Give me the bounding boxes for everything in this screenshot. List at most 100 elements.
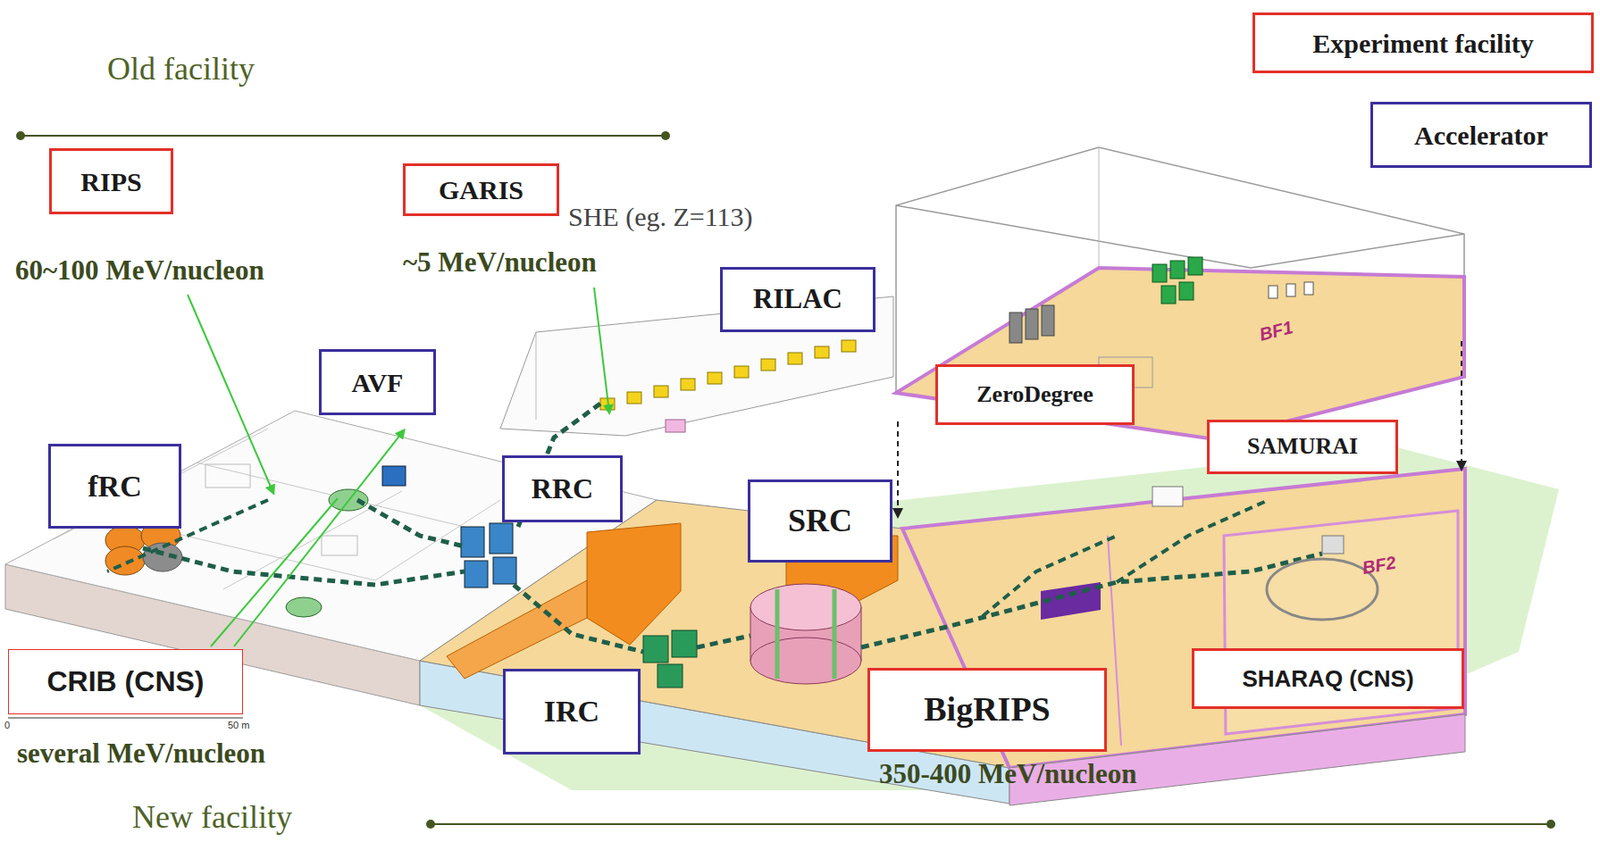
src-cyclotron xyxy=(832,589,838,679)
period-line xyxy=(16,131,1556,830)
accelerator-box: SRC xyxy=(747,479,893,563)
energy-label: 350-400 MeV/nucleon xyxy=(879,759,1137,790)
bf2-floor xyxy=(1107,536,1122,746)
rrc-cyclotron xyxy=(460,527,485,558)
irc-cyclotron xyxy=(671,630,697,658)
bf1-floor xyxy=(1179,282,1194,301)
box-label: RILAC xyxy=(753,284,843,315)
accelerator-box: RRC xyxy=(502,455,623,523)
level-arrow xyxy=(896,421,899,517)
leader-arrow xyxy=(187,294,274,494)
box-label: fRC xyxy=(87,469,142,503)
rilac-linac xyxy=(841,340,856,352)
level-arrow xyxy=(1460,341,1463,470)
rilac-linac xyxy=(814,346,830,359)
energy-label: several MeV/nucleon xyxy=(16,738,266,770)
floor-label: BF2 xyxy=(1360,552,1398,579)
beam-line xyxy=(861,553,1323,648)
period-line xyxy=(1546,820,1556,830)
beam-line xyxy=(1116,500,1269,583)
leader-arrow xyxy=(210,498,338,647)
irc-cyclotron xyxy=(643,636,669,663)
beam-line xyxy=(357,500,465,547)
facility-box: SAMURAI xyxy=(1206,419,1399,475)
avf-cyclotron xyxy=(285,466,406,618)
avf-cyclotron xyxy=(382,466,406,486)
legend-box: Accelerator xyxy=(1370,101,1592,168)
scale-label: 0 xyxy=(4,720,10,731)
sharaq-ring xyxy=(1266,536,1378,620)
box-label: SRC xyxy=(787,503,853,540)
period-label: Old facility xyxy=(107,51,255,88)
rilac-linac xyxy=(680,378,696,391)
rilac-linac xyxy=(787,352,803,365)
box-label: Experiment facility xyxy=(1312,28,1533,59)
energy-label: 60~100 MeV/nucleon xyxy=(15,255,265,286)
src-cyclotron xyxy=(750,584,862,631)
old-facility-floor xyxy=(5,410,657,662)
src-cyclotron xyxy=(750,637,862,685)
rilac-linac xyxy=(665,419,686,433)
period-line xyxy=(430,823,1551,826)
rilac-building xyxy=(536,332,537,420)
frc-cyclotron xyxy=(105,546,145,576)
bf1-floor xyxy=(1268,285,1278,299)
src-cyclotron xyxy=(750,584,862,685)
leader-arrow xyxy=(234,430,404,647)
box-label: ZeroDegree xyxy=(976,382,1093,409)
box-label: AVF xyxy=(351,368,404,398)
period-line xyxy=(426,820,436,830)
period-label: New facility xyxy=(132,800,293,837)
rrc-cyclotron xyxy=(460,523,517,588)
samurai-magnet xyxy=(1152,486,1183,507)
facility-box: SHARAQ (CNS) xyxy=(1191,648,1465,710)
rilac-linac xyxy=(653,385,669,398)
period-line xyxy=(16,131,26,141)
scale-label: 50 m xyxy=(227,720,250,731)
box-label: SHARAQ (CNS) xyxy=(1241,666,1414,693)
level-arrow xyxy=(897,341,1462,517)
beam-line xyxy=(982,536,1117,617)
src-cyclotron xyxy=(775,589,780,679)
samurai-magnet xyxy=(1152,486,1183,507)
bf1-floor xyxy=(1009,312,1022,344)
accelerator-box: AVF xyxy=(318,349,436,416)
scale-bar xyxy=(8,718,243,720)
irc-cyclotron xyxy=(657,664,683,688)
bf1-wireframe xyxy=(1098,147,1100,269)
box-label: BigRIPS xyxy=(923,691,1050,729)
bf1-floor xyxy=(1188,257,1203,276)
rilac-linac xyxy=(600,340,856,433)
bf1-floor xyxy=(1286,284,1296,297)
facility-box: CRIB (CNS) xyxy=(8,649,243,715)
old-facility-floor xyxy=(205,464,251,488)
facility-box: GARIS xyxy=(402,163,560,217)
bf1-floor xyxy=(1152,264,1167,283)
facility-box: ZeroDegree xyxy=(935,364,1135,426)
sharaq-ring xyxy=(1266,559,1378,620)
box-label: CRIB (CNS) xyxy=(47,666,205,698)
accelerator-box: IRC xyxy=(502,669,641,755)
box-label: GARIS xyxy=(438,175,524,205)
rrc-cyclotron xyxy=(489,523,513,554)
box-label: Accelerator xyxy=(1414,120,1549,151)
bf2-floor xyxy=(902,469,1466,806)
rilac-linac xyxy=(734,366,749,378)
facility-box: RIPS xyxy=(49,148,174,215)
bf1-floor xyxy=(1304,282,1314,295)
leader-arrow xyxy=(594,287,610,413)
facility-box: BigRIPS xyxy=(867,668,1107,753)
floor-label: BF1 xyxy=(1256,317,1295,344)
beam-line xyxy=(513,585,644,653)
bf1-wireframe xyxy=(896,205,1465,269)
legend-box: Experiment facility xyxy=(1252,12,1594,74)
rilac-linac xyxy=(761,359,776,371)
box-label: IRC xyxy=(544,695,600,729)
bf2-floor xyxy=(902,469,1466,769)
bf1-floor xyxy=(896,268,1465,440)
bf1-floor xyxy=(896,257,1465,440)
old-facility-floor xyxy=(321,536,358,556)
box-label: RRC xyxy=(531,473,594,505)
accelerator-box: RILAC xyxy=(720,267,876,333)
energy-label: ~5 MeV/nucleon xyxy=(402,247,597,278)
